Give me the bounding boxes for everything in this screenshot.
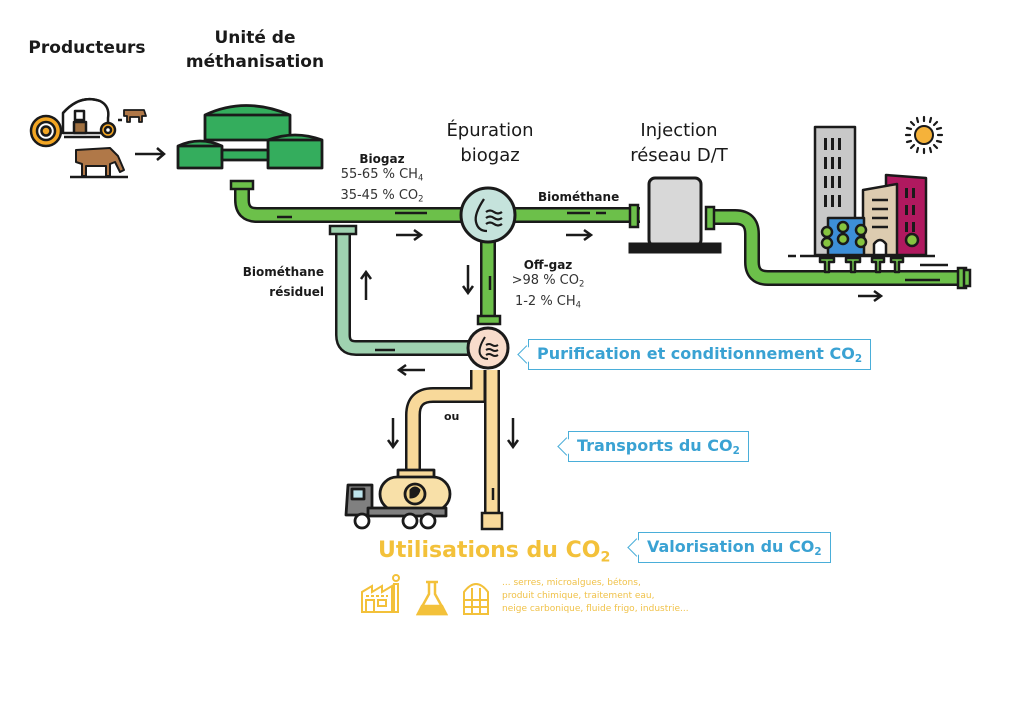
biogas-label: Biogaz: [359, 152, 405, 166]
producers-title: Producteurs: [28, 38, 146, 58]
injection-station-icon: [628, 176, 722, 254]
biogas-ch4-line: 55-65 % CH4: [340, 167, 424, 183]
methanisation-title: Unité de méthanisation: [180, 26, 330, 74]
pipe-green-biomethane: [510, 203, 640, 229]
residual-line2: résiduel: [269, 285, 324, 299]
water-drop-icon: [474, 198, 503, 233]
tanker-truck-icon: [344, 468, 452, 530]
digester-icon: [176, 104, 324, 170]
biogas-flow-label: Biogaz 55-65 % CH4 35-45 % CO2: [328, 152, 436, 207]
injection-title-line2: réseau D/T: [630, 145, 728, 166]
pipe-green-offgas: [476, 240, 502, 326]
residual-biomethane-label: Biométhane résiduel: [232, 262, 324, 302]
offgas-label: Off-gaz: [523, 258, 573, 272]
utilisations-title: Utilisations du CO2: [378, 538, 611, 566]
callout-valorisation: Valorisation du CO2: [638, 532, 831, 564]
water-drop-icon: [478, 336, 499, 360]
flask-icon: [415, 580, 449, 616]
methanisation-title-line1: Unité de: [214, 28, 296, 48]
epuration-title-line2: biogaz: [460, 145, 520, 166]
pipe-green-network: [704, 205, 972, 290]
or-label: ou: [444, 410, 460, 423]
purification-node: [466, 326, 510, 370]
offgas-flow-label: Off-gaz >98 % CO2 1-2 % CH4: [508, 258, 588, 313]
utilisations-list: ... serres, microalgues, bétons, produit…: [502, 577, 689, 616]
offgas-co2-line: >98 % CO2: [511, 273, 585, 289]
utilisations-list-line2: produit chimique, traitement eau,: [502, 591, 655, 601]
callout-transport: Transports du CO2: [568, 431, 749, 463]
epuration-node: [459, 186, 517, 244]
greenhouse-icon: [463, 583, 489, 615]
epuration-title-line1: Épuration: [446, 120, 534, 141]
farm-icon: [29, 97, 147, 179]
city-icon: [788, 125, 948, 274]
factory-icon: [361, 574, 400, 613]
arrow-right-icon: [858, 289, 884, 303]
injection-title: Injection réseau D/T: [614, 118, 744, 168]
offgas-ch4-line: 1-2 % CH4: [514, 293, 582, 310]
utilisations-list-line1: ... serres, microalgues, bétons,: [502, 578, 641, 588]
pipe-cream-co2: [405, 370, 504, 531]
arrow-up-icon: [359, 269, 373, 300]
residual-line1: Biométhane: [242, 265, 324, 279]
arrow-right-icon: [566, 228, 594, 242]
biomethane-label: Biométhane: [538, 190, 620, 204]
utilisations-list-line3: neige carbonique, fluide frigo, industri…: [502, 604, 689, 614]
arrow-down-icon: [386, 418, 400, 450]
arrow-down-icon: [461, 265, 475, 296]
sun-icon: [904, 115, 944, 155]
arrow-right-icon: [135, 147, 166, 161]
arrow-down-icon: [506, 418, 520, 450]
arrow-left-icon: [396, 363, 425, 377]
epuration-title: Épuration biogaz: [430, 118, 550, 168]
pipe-mint-residual: [328, 224, 475, 356]
pipe-green-biogas: [229, 179, 465, 223]
arrow-right-icon: [396, 228, 424, 242]
injection-title-line1: Injection: [640, 120, 718, 141]
flow-arrows: [359, 228, 884, 450]
callout-purification: Purification et conditionnement CO2: [528, 339, 872, 371]
biogas-co2-line: 35-45 % CO2: [340, 187, 424, 204]
methanisation-title-line2: méthanisation: [185, 52, 325, 72]
